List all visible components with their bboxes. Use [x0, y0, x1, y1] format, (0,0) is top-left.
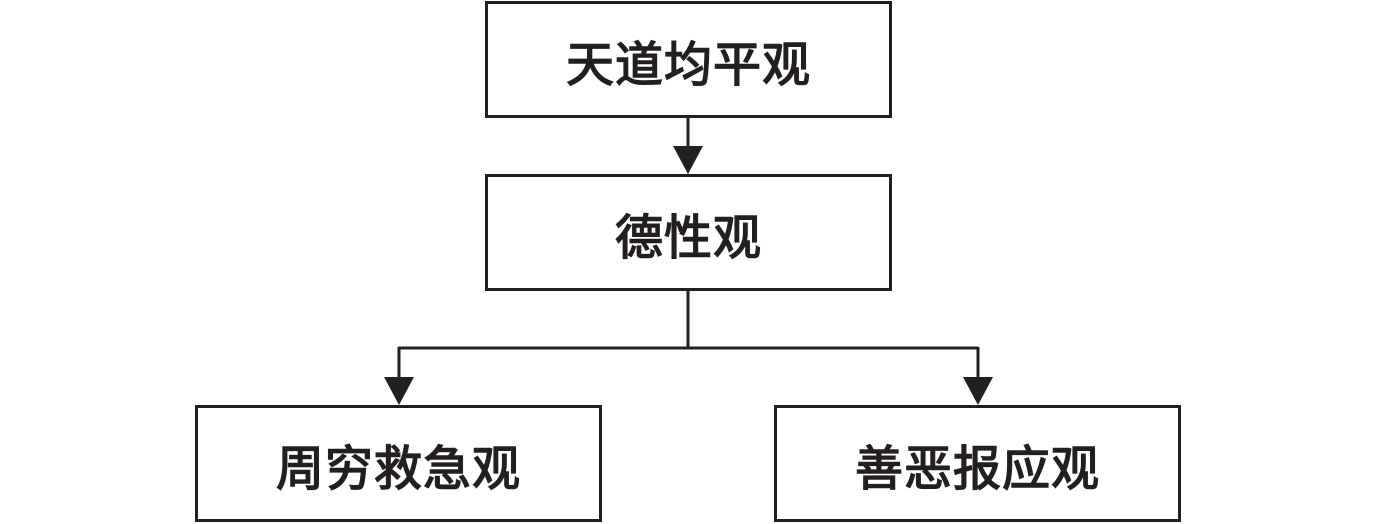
node-label-right: 善恶报应观	[854, 440, 1100, 497]
node-label-middle: 德性观	[614, 209, 762, 266]
node-label-left: 周穷救急观	[275, 440, 521, 497]
arrowhead-middle-to-left	[384, 377, 414, 405]
node-shane-baoying: 善恶报应观	[774, 405, 1181, 522]
node-dexing: 德性观	[485, 174, 892, 291]
arrowhead-top-to-middle	[673, 146, 703, 174]
node-zhouqiong-jiuji: 周穷救急观	[195, 405, 602, 522]
node-tiandao-junping: 天道均平观	[485, 1, 892, 118]
arrowhead-middle-to-right	[963, 377, 993, 405]
node-label-top: 天道均平观	[565, 36, 811, 93]
